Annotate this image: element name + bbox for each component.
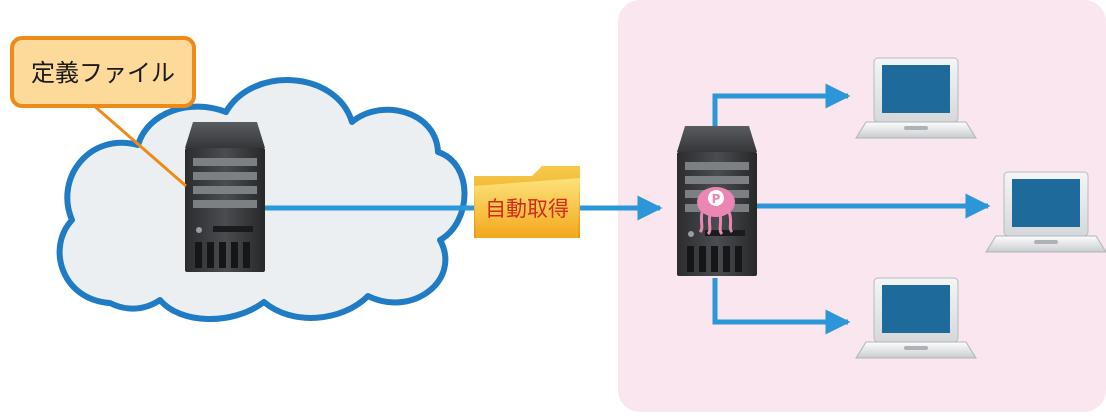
callout-label: 定義ファイル	[31, 59, 175, 87]
server-tower-icon	[185, 122, 265, 272]
callout-pointer	[91, 102, 187, 188]
server-to-laptop-bottom-arrow	[712, 278, 851, 335]
folder-label: 自動取得	[485, 197, 569, 221]
laptop-icon	[855, 277, 977, 359]
callout-box	[10, 36, 196, 108]
logo-letter: P	[712, 192, 721, 206]
laptop-icon	[855, 57, 977, 139]
folder-icon	[474, 166, 580, 238]
laptop-icon	[985, 171, 1106, 253]
server-to-laptop-top-arrow	[712, 83, 851, 128]
jellyfish-logo-icon	[697, 187, 735, 236]
